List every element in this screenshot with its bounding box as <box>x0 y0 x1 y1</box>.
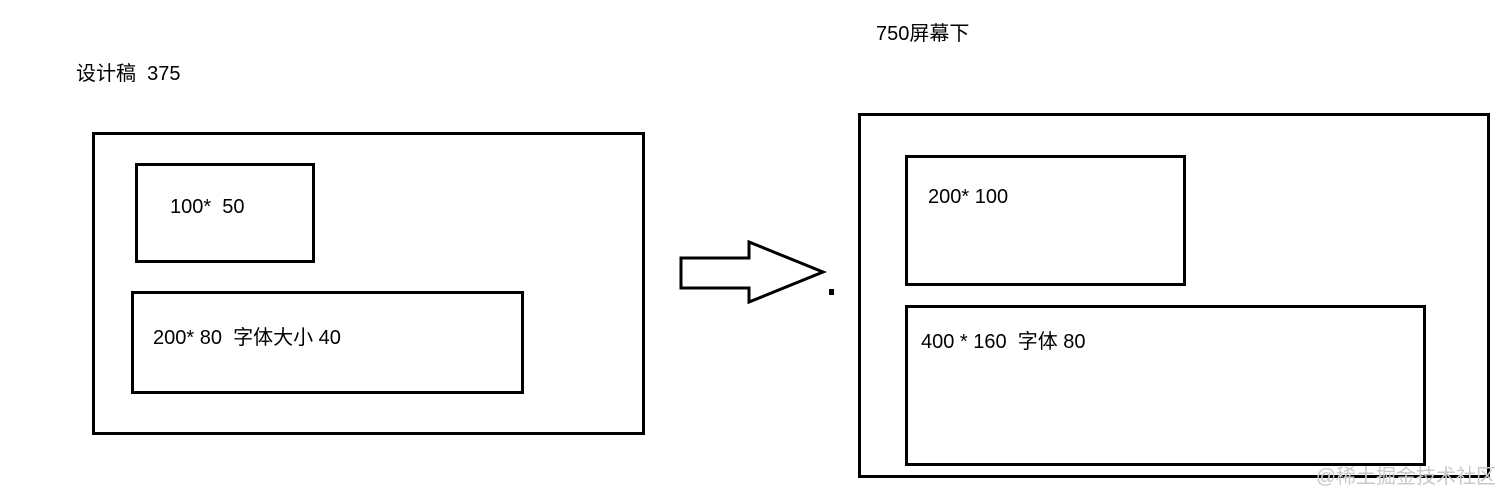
design-draft-container <box>92 132 645 435</box>
right-arrow-icon <box>679 239 827 305</box>
design-draft-title: 设计稿 375 <box>76 63 181 85</box>
screen-750-wide-box <box>905 305 1426 466</box>
screen-750-title: 750屏幕下 <box>876 23 970 45</box>
watermark-text: @稀土掘金技术社区 <box>1315 466 1496 488</box>
screen-750-container <box>858 113 1490 478</box>
screen-750-small-box-label: 200* 100 <box>928 186 1009 208</box>
screen-750-wide-box-label: 400 * 160 字体 80 <box>921 331 1086 353</box>
dot-mark <box>829 289 834 295</box>
design-draft-wide-box <box>131 291 524 394</box>
design-draft-small-box <box>135 163 315 263</box>
screen-750-small-box <box>905 155 1186 286</box>
design-draft-small-box-label: 100* 50 <box>170 196 245 218</box>
design-draft-wide-box-label: 200* 80 字体大小 40 <box>153 327 341 349</box>
